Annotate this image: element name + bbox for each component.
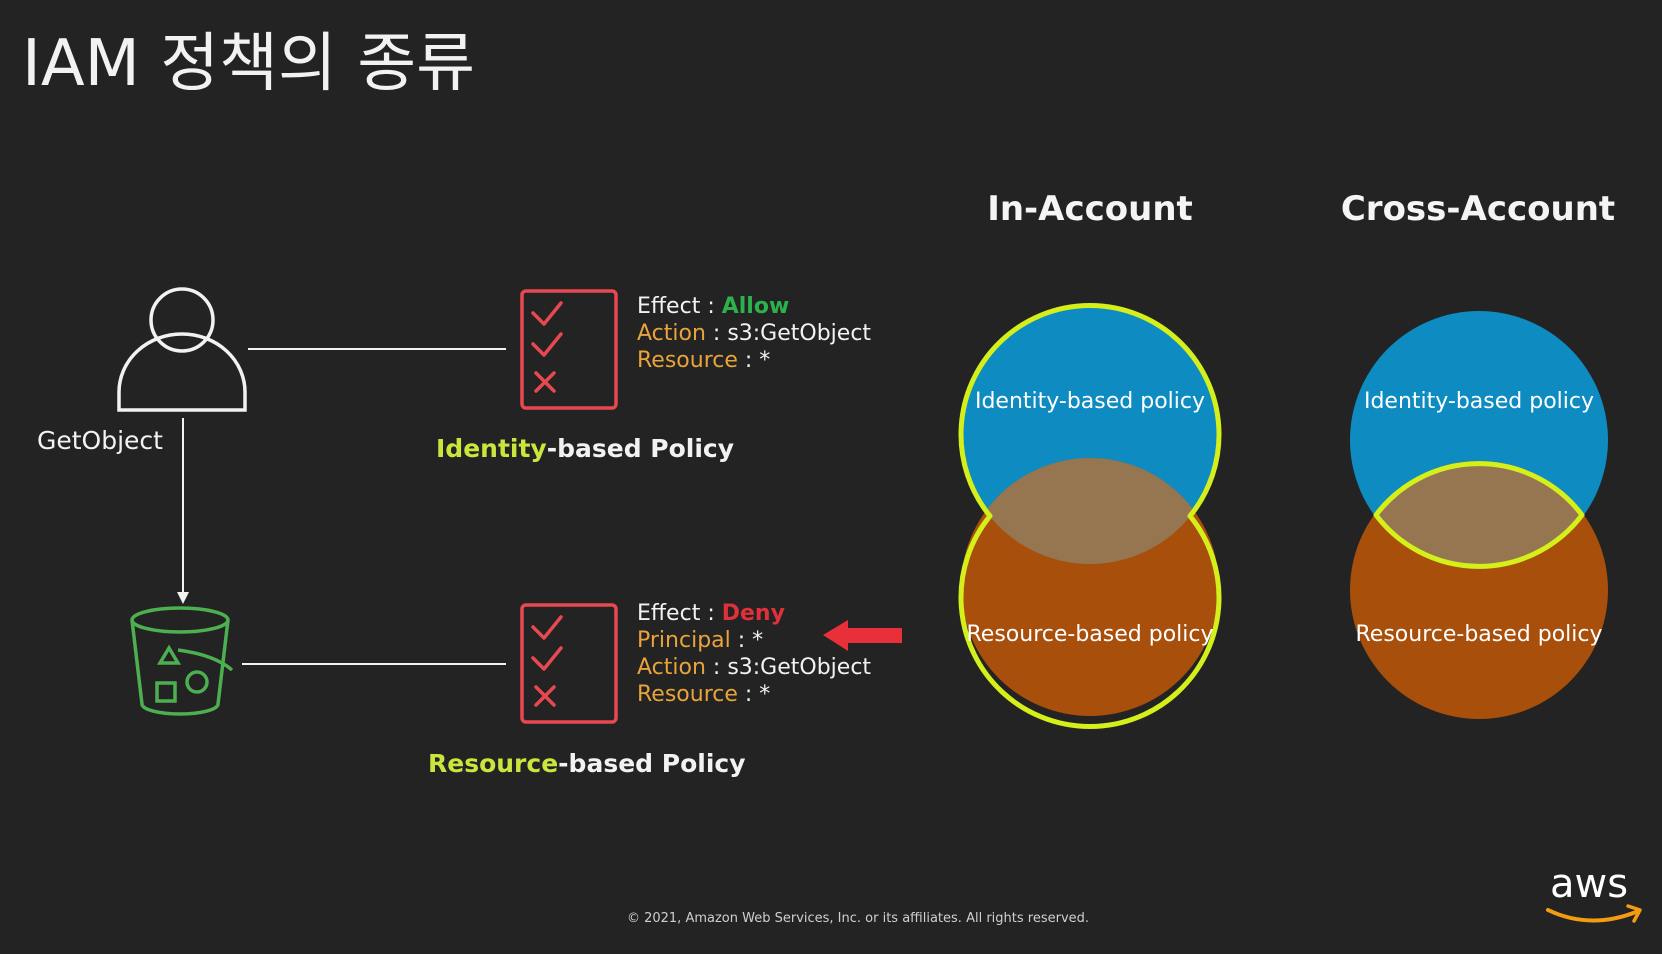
identity-policy-title-highlight: Identity [436,434,547,463]
aws-smile-arrowhead-icon [1626,904,1642,923]
identity-effect-value: Allow [722,294,790,319]
s3-bucket-icon [130,606,234,716]
identity-effect-line: Effect : Allow [637,294,789,319]
resource-policy-title: Resource-based Policy [428,749,746,778]
resource-policy-title-highlight: Resource [428,749,558,778]
aws-logo: aws [1546,861,1642,923]
user-action-label: GetObject [37,426,163,455]
resource-effect-value: Deny [722,601,785,626]
cross-account-resource-label: Resource-based policy [1356,622,1603,647]
aws-logo-text: aws [1550,861,1628,907]
cross-account-overlap [1350,461,1608,569]
in-account-resource-label: Resource-based policy [967,622,1214,647]
in-account-venn: Identity-based policy Resource-based pol… [958,303,1222,729]
resource-principal-line: Principal : * [637,628,763,653]
resource-principal-value: * [752,628,763,653]
in-account-union-outline [958,303,1222,729]
request-arrow [177,418,189,604]
cross-account-intersection-outline [1373,461,1585,569]
resource-resource-line: Resource : * [637,682,770,707]
resource-effect-key: Effect [637,601,701,626]
resource-action-key: Action [637,655,706,680]
identity-resource-line: Resource : * [637,348,770,373]
resource-principal-key: Principal [637,628,731,653]
deny-pointer-arrow [823,620,902,651]
resource-effect-line: Effect : Deny [637,601,785,626]
identity-action-value: s3:GetObject [727,321,871,346]
identity-policy-document-icon [520,289,618,410]
cross-account-heading: Cross-Account [1341,189,1615,229]
resource-policy-document-icon [520,603,618,724]
identity-policy-title-rest: -based Policy [547,434,734,463]
identity-resource-value: * [759,348,770,373]
identity-resource-key: Resource [637,348,738,373]
in-account-overlap [961,458,1219,564]
identity-policy-title: Identity-based Policy [436,434,734,463]
resource-action-line: Action : s3:GetObject [637,655,871,680]
cross-account-venn: Identity-based policy Resource-based pol… [1350,311,1608,719]
cross-account-identity-label: Identity-based policy [1364,389,1594,414]
resource-resource-key: Resource [637,682,738,707]
in-account-heading: In-Account [987,189,1193,229]
resource-resource-value: * [759,682,770,707]
identity-effect-key: Effect [637,294,701,319]
resource-action-value: s3:GetObject [727,655,871,680]
copyright-footer: © 2021, Amazon Web Services, Inc. or its… [627,911,1089,926]
identity-action-key: Action [637,321,706,346]
resource-policy-title-rest: -based Policy [558,749,745,778]
aws-smile-icon [1546,908,1638,923]
in-account-identity-label: Identity-based policy [975,389,1205,414]
user-icon [117,287,247,412]
page-title: IAM 정책의 종류 [22,27,475,101]
identity-action-line: Action : s3:GetObject [637,321,871,346]
